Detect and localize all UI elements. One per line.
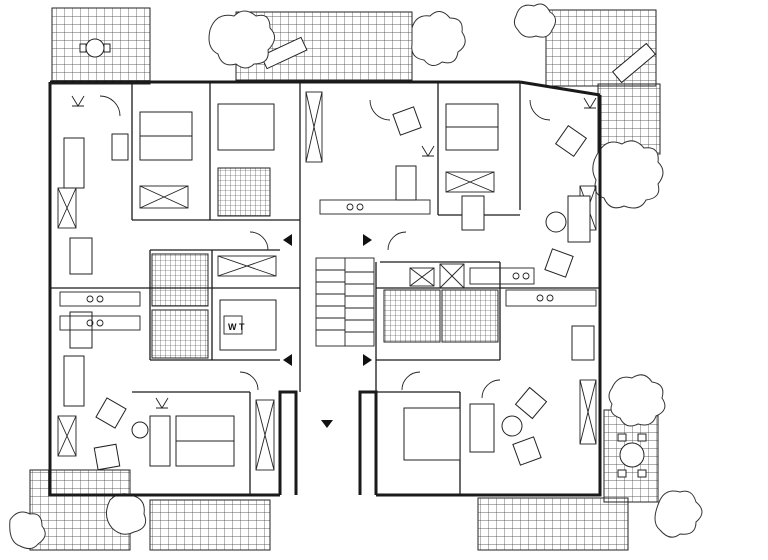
- tree-top-center: [208, 10, 466, 69]
- tree-top-right: [513, 3, 556, 38]
- interior-walls: [50, 82, 600, 495]
- plants: [71, 95, 597, 409]
- arrow-icon: [363, 354, 372, 366]
- tree-bottom-right: [608, 374, 703, 538]
- door-swings: [99, 95, 551, 399]
- kitchens: [59, 199, 597, 331]
- entrance-arrows: [283, 234, 372, 428]
- utility-room: W T: [219, 299, 277, 351]
- arrow-icon: [283, 234, 292, 246]
- tree-bottom-left: [9, 493, 147, 550]
- washroom-label: W T: [228, 322, 245, 332]
- terrace-bottom-right: [477, 409, 659, 551]
- beds: [139, 103, 499, 467]
- bathrooms: [151, 167, 499, 359]
- sofas: [63, 106, 591, 471]
- arrow-icon: [283, 354, 292, 366]
- arrow-icon: [363, 234, 372, 246]
- arrow-icon: [321, 420, 333, 428]
- terrace-top-left: [51, 7, 151, 85]
- tree-right: [592, 140, 664, 209]
- terrace-top-right: [545, 9, 657, 87]
- exterior-walls: [48, 80, 602, 497]
- terrace-bottom-left: [29, 469, 271, 551]
- stair-core: [315, 257, 375, 347]
- wardrobes: [57, 91, 597, 471]
